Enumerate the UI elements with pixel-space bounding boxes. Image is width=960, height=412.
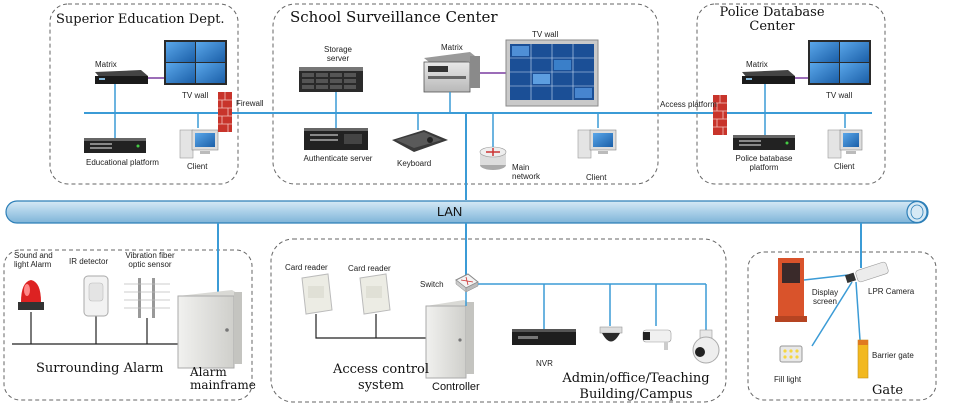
- lan-label: LAN: [437, 204, 463, 219]
- alarm-mainframe-icon: [177, 290, 242, 369]
- client-pc-icon: [179, 129, 219, 159]
- storage-server-icon: [299, 67, 363, 92]
- police-server-icon: [733, 135, 795, 150]
- tv-wall-center-icon: [505, 39, 599, 107]
- display-screen-icon: [775, 258, 807, 322]
- client-center-label: Client: [586, 173, 607, 182]
- fill-light-icon: [779, 345, 803, 363]
- matrix-left-label: Matrix: [95, 60, 117, 69]
- superior-education-box: [49, 3, 239, 185]
- controller-label: Controller: [432, 381, 480, 393]
- firewall-label: Firewall: [236, 99, 264, 108]
- fill-light-label: Fill light: [774, 375, 802, 384]
- police-center-title: Police Database Center: [719, 5, 825, 34]
- card-reader-2-label: Card reader: [348, 264, 391, 273]
- card-reader-icon: [301, 273, 333, 315]
- barrier-gate-icon: [857, 339, 869, 379]
- lpr-camera-icon: [844, 261, 889, 284]
- access-control-label: Access control system: [332, 362, 430, 393]
- main-network-label: Main network: [512, 163, 541, 181]
- tvwall-left-label: TV wall: [182, 91, 209, 100]
- sound-light-alarm-label: Sound and light Alarm: [14, 251, 53, 269]
- server-icon: [84, 138, 146, 153]
- switch-label: Switch: [420, 280, 444, 289]
- barrier-gate-label: Barrier gate: [872, 351, 914, 360]
- storage-server-label: Storage server: [323, 45, 353, 63]
- firewall-right-icon: [713, 95, 727, 135]
- bullet-camera-icon: [642, 329, 672, 350]
- keyboard-icon: [392, 130, 448, 152]
- ptz-camera-icon: [692, 329, 720, 364]
- display-screen-label: Display screen: [811, 288, 839, 306]
- surrounding-alarm-label: Surrounding Alarm: [36, 361, 164, 376]
- client-right-label: Client: [834, 162, 855, 171]
- superior-education-title: Superior Education Dept.: [56, 12, 225, 27]
- display-camera-link: [803, 274, 849, 281]
- keyboard-label: Keyboard: [397, 159, 432, 168]
- camera-barrier-link: [855, 281, 861, 341]
- network-switch-icon: [455, 273, 479, 293]
- alarm-siren-icon: [18, 280, 44, 310]
- tvwall-center-label: TV wall: [532, 30, 559, 39]
- matrix-right-label: Matrix: [746, 60, 768, 69]
- client-left-label: Client: [187, 162, 208, 171]
- client-right-icon: [827, 129, 863, 159]
- access-platform-label: Access platform: [660, 100, 717, 109]
- nvr-icon: [512, 329, 576, 345]
- card-reader-2-icon: [359, 273, 391, 315]
- edu-platform-label: Educational platform: [86, 158, 159, 167]
- surrounding-alarm-box: [3, 249, 253, 401]
- nvr-label: NVR: [536, 359, 553, 368]
- matrix-switch-icon: [95, 70, 148, 84]
- reader-bus-line: [315, 314, 430, 339]
- police-platform-label: Police batabase platform: [735, 154, 793, 172]
- gate-label: Gate: [872, 383, 904, 398]
- matrix-center-icon: [423, 52, 480, 93]
- lpr-camera-label: LPR Camera: [868, 287, 915, 296]
- campus-box: [270, 238, 727, 403]
- matrix-right-icon: [742, 70, 795, 84]
- authenticate-server-icon: [304, 128, 368, 150]
- lan-bus: [5, 200, 929, 224]
- tvwall-right-label: TV wall: [826, 91, 853, 100]
- matrix-center-label: Matrix: [441, 43, 463, 52]
- firewall-icon: [218, 92, 232, 132]
- police-center-box: [696, 3, 886, 185]
- alarm-mainframe-label: Alarm mainframe: [190, 365, 256, 392]
- camera-light-link: [811, 281, 853, 347]
- tv-wall-icon: [164, 40, 227, 85]
- dome-camera-icon: [599, 326, 623, 342]
- ir-detector-label: IR detector: [69, 257, 109, 266]
- tv-wall-right-icon: [808, 40, 871, 85]
- admin-campus-label: Admin/office/Teaching Building/Campus: [562, 371, 710, 402]
- vibration-sensor-icon: [124, 278, 170, 318]
- authenticate-server-label: Authenticate server: [303, 154, 373, 163]
- client-center-icon: [577, 129, 617, 159]
- card-reader-1-label: Card reader: [285, 263, 328, 272]
- ir-detector-icon: [83, 275, 109, 317]
- vibration-sensor-label: Vibration fiber optic sensor: [125, 251, 175, 269]
- school-center-title: School Surveillance Center: [290, 8, 498, 26]
- router-icon: [479, 146, 507, 170]
- gate-box: [747, 251, 937, 401]
- controller-cabinet-icon: [425, 300, 474, 379]
